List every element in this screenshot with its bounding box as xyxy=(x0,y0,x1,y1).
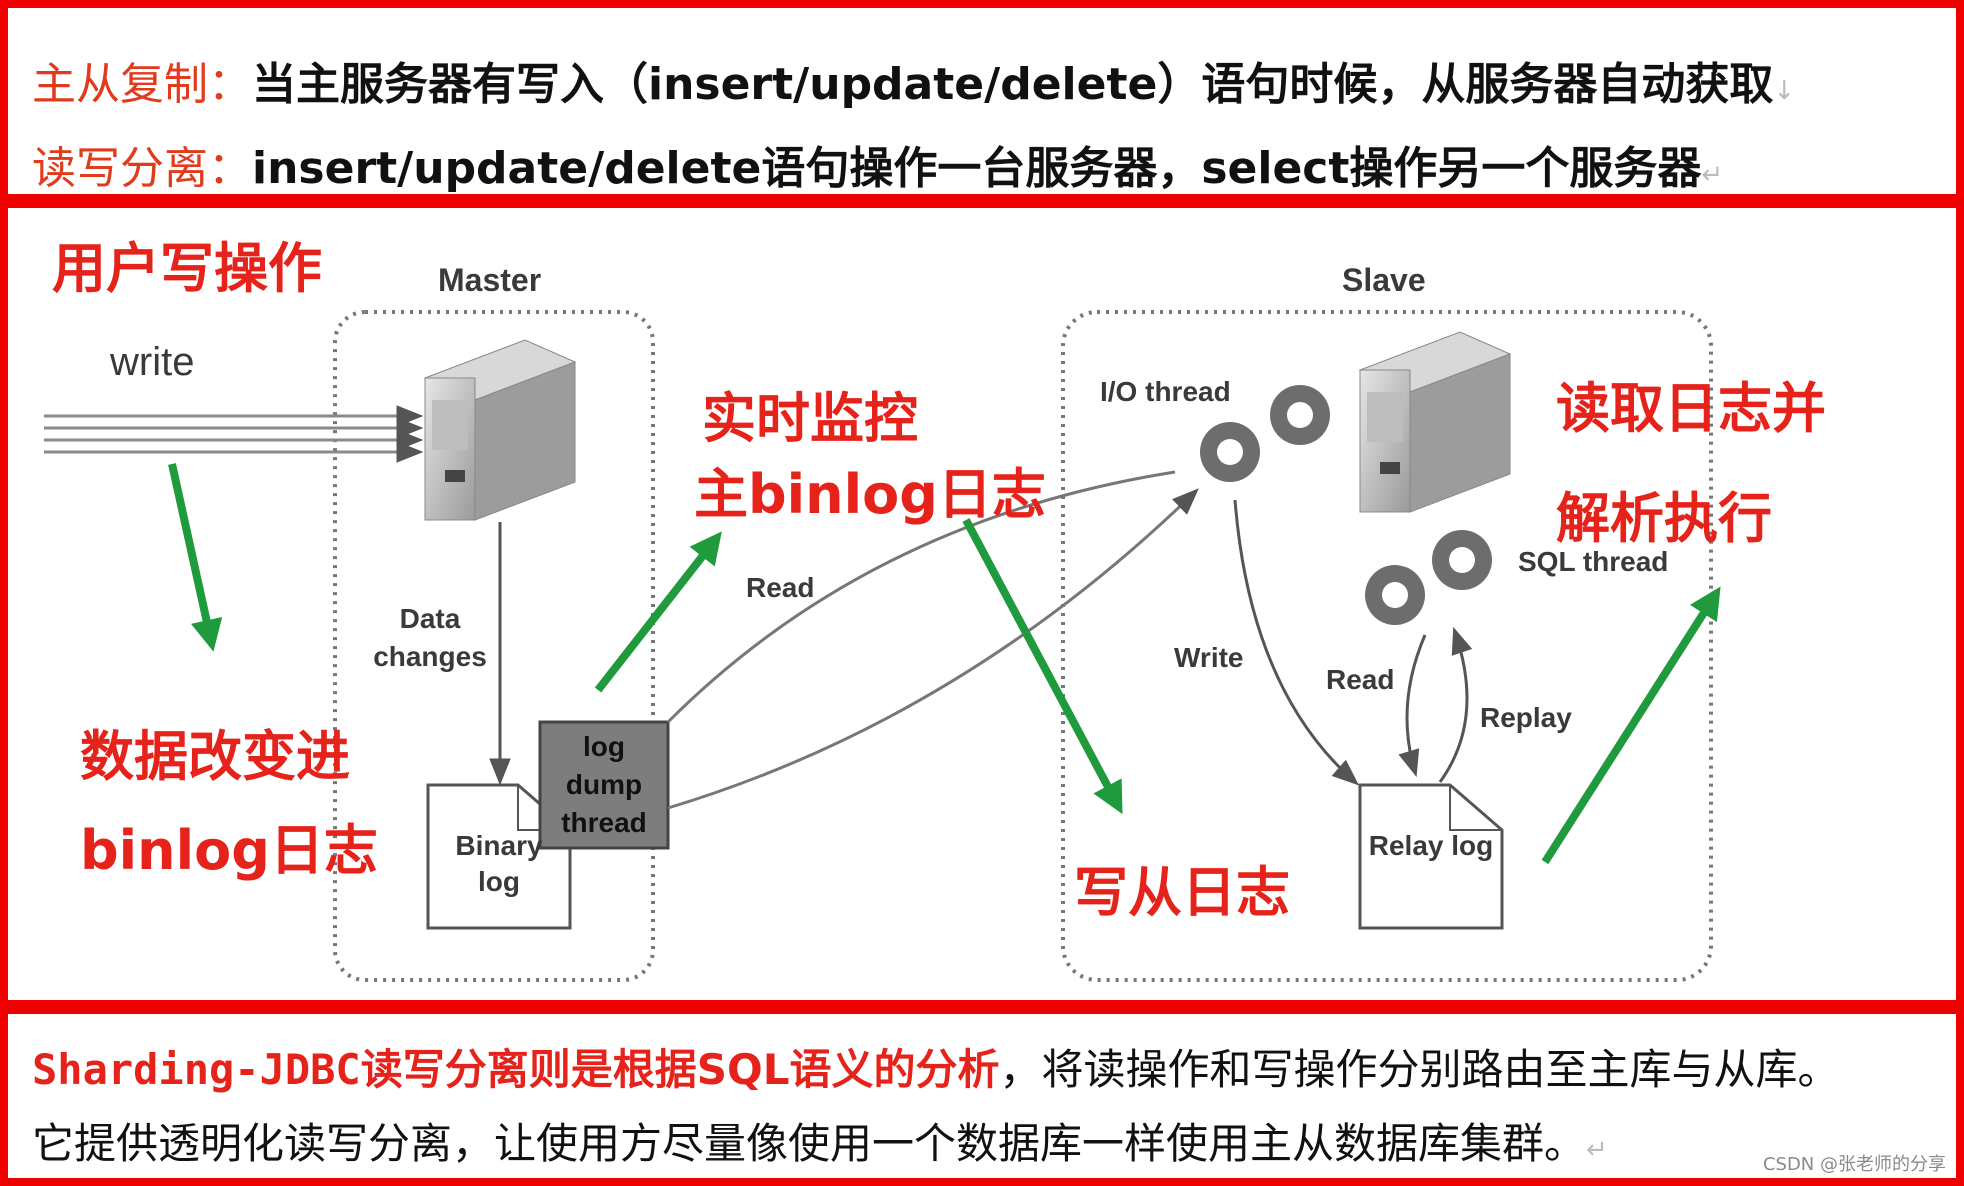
green-arrow-down-slave xyxy=(962,518,1123,815)
replication-text: 当主服务器有写入（insert/update/delete）语句时候，从服务器自… xyxy=(252,59,1774,110)
header-line-1: 主从复制：当主服务器有写入（insert/update/delete）语句时候，… xyxy=(32,48,1795,112)
data-to-binlog-annotation-1: 数据改变进 xyxy=(80,725,350,788)
slave-title: Slave xyxy=(1342,262,1426,298)
header-frame xyxy=(0,0,1964,202)
monitor-annotation-1: 实时监控 xyxy=(702,387,918,450)
green-arrow-up-master xyxy=(594,531,722,693)
caption-line-2-text: 它提供透明化读写分离，让使用方尽量像使用一个数据库一样使用主从数据库集群。 xyxy=(32,1119,1587,1168)
write2-label: Write xyxy=(1174,642,1244,673)
write-slave-log-annotation: 写从日志 xyxy=(1074,861,1290,924)
read-parse-annotation-2: 解析执行 xyxy=(1556,487,1772,550)
slave-server-icon xyxy=(1358,331,1512,513)
master-title: Master xyxy=(438,262,542,298)
replay-arrow xyxy=(1438,626,1473,783)
replay-label: Replay xyxy=(1480,702,1572,733)
caption-line-1: Sharding-JDBC读写分离则是根据SQL语义的分析，将读操作和写操作分别… xyxy=(32,1036,1839,1097)
rw-split-label: 读写分离： xyxy=(32,143,252,194)
relay-log-doc xyxy=(1358,783,1504,930)
paragraph-mark: ↓ xyxy=(1773,76,1796,106)
binary-log-doc xyxy=(426,783,572,930)
relay-log-label: Relay log xyxy=(1368,830,1494,861)
diagram-frame xyxy=(0,200,1964,1008)
replication-label: 主从复制： xyxy=(32,59,252,110)
master-box xyxy=(333,310,655,982)
log-dump-thread-box xyxy=(538,720,670,850)
user-write-annotation: 用户写操作 xyxy=(52,237,322,300)
caption-highlight: 读写分离则是根据SQL语义的分析 xyxy=(360,1045,1000,1094)
read-parse-annotation-1: 读取日志并 xyxy=(1556,377,1826,440)
green-annotation-arrows xyxy=(168,463,1721,865)
sql-thread-label: SQL thread xyxy=(1518,546,1669,577)
master-server-icon xyxy=(423,339,577,521)
data-to-binlog-annotation-2: binlog日志 xyxy=(80,819,378,882)
rw-split-text: insert/update/delete语句操作一台服务器，select操作另一… xyxy=(252,143,1702,194)
monitor-annotation-2: 主binlog日志 xyxy=(694,463,1046,526)
green-arrow-up-right xyxy=(1541,586,1721,865)
data-changes-label: Data changes xyxy=(373,603,487,672)
relay-read-arrow xyxy=(1398,634,1427,778)
io-thread-gears xyxy=(1200,385,1330,482)
read-request-curve xyxy=(667,488,1199,810)
binary-log-label: Binary log xyxy=(455,830,543,897)
header-line-2: 读写分离：insert/update/delete语句操作一台服务器，selec… xyxy=(32,132,1723,196)
log-dump-thread-label: log dump thread xyxy=(561,731,647,838)
write-relay-arrow xyxy=(1233,499,1360,786)
write-label: write xyxy=(110,340,195,384)
caption-rest: ，将读操作和写操作分别路由至主库与从库。 xyxy=(999,1045,1840,1094)
paragraph-mark: ↵ xyxy=(1586,1135,1608,1165)
slave-box xyxy=(1061,310,1713,982)
write-input-arrows xyxy=(44,405,424,463)
watermark: CSDN @张老师的分享 xyxy=(1762,1154,1946,1175)
caption-line-2: 它提供透明化读写分离，让使用方尽量像使用一个数据库一样使用主从数据库集群。↵ xyxy=(32,1110,1608,1171)
read-curve xyxy=(666,470,1176,724)
sharding-jdbc-text: Sharding-JDBC xyxy=(32,1045,361,1094)
read-label: Read xyxy=(746,572,815,603)
read2-label: Read xyxy=(1326,664,1395,695)
sql-thread-gears xyxy=(1365,530,1492,625)
caption-frame xyxy=(0,1006,1964,1186)
paragraph-mark: ↵ xyxy=(1701,160,1724,190)
io-thread-label: I/O thread xyxy=(1100,376,1231,407)
green-arrow-down-left xyxy=(168,463,223,652)
